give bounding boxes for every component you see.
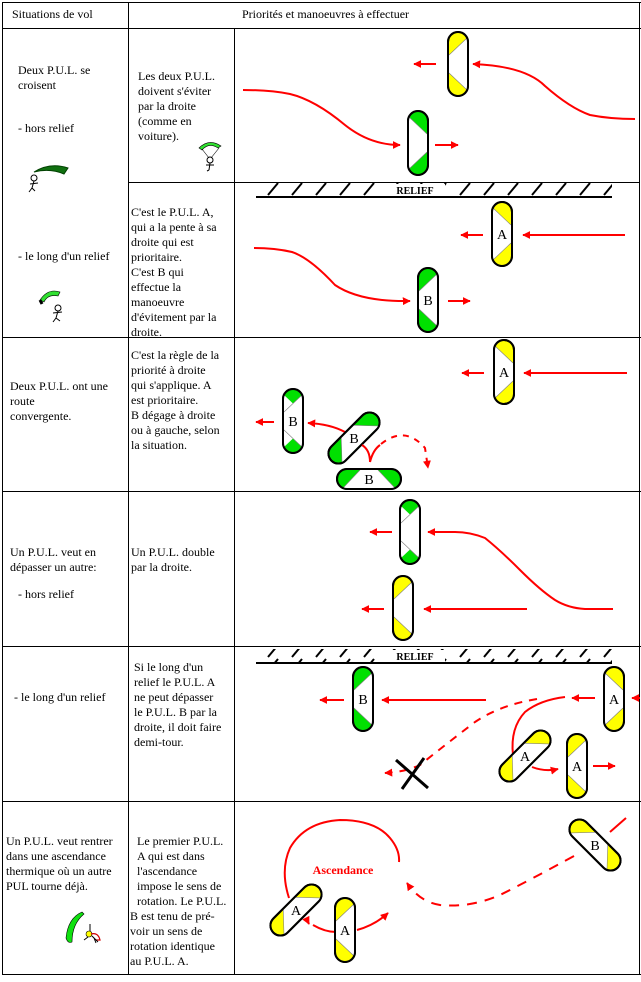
glider-yellow [392,575,414,641]
table-border-bottom [2,974,641,975]
col-divider-2 [234,28,235,975]
glider-label-b: B [358,693,367,708]
rule-convergent: C'est la règle de la priorité à droite q… [131,348,220,452]
glider-a: A [493,339,515,405]
row-divider-3 [2,491,641,492]
diagram-crossing [242,31,636,176]
row-divider-5 [2,801,641,802]
sub-hors-relief-2: - hors relief [18,587,74,601]
glider-green [399,499,421,565]
glider-label-a: A [497,228,508,243]
situation-overtaking: Un P.U.L. veut en dépasser un autre: [10,545,97,574]
relief-label: RELIEF [396,652,433,663]
glider-a-turning: A [498,729,552,783]
glider-yellow [447,31,469,97]
row-divider-2 [2,337,641,338]
diagram-crossing-relief: RELIEF A B [253,183,625,333]
glider-label-a: A [499,366,510,381]
glider-b-horizontal: B [336,468,402,490]
paraglider-icon [28,165,69,193]
row-divider-1 [128,182,639,183]
rule-overtaking: Un P.U.L. double par la droite. [131,545,215,574]
table-border-top [2,2,641,3]
glider-green [407,110,429,176]
glider-b-diagonal: B [568,818,622,872]
table-border-left [2,2,3,975]
situation-crossing: Deux P.U.L. se croisent [18,63,91,92]
sub-hors-relief-1: - hors relief [18,121,74,135]
cross-icon [395,757,429,790]
glider-label-b: B [423,294,432,309]
glider-label-a: A [609,693,620,708]
rule-overtaking-relief: Si le long d'un relief le P.U.L. A ne pe… [134,660,222,749]
diagram-overtaking-relief: RELIEF B A [256,649,640,799]
paraglider-icon [38,290,63,323]
glider-label-a: A [291,904,302,919]
ascendance-label: Ascendance [313,863,374,877]
situation-thermal: Un P.U.L. veut rentrer dans une ascendan… [6,834,113,893]
glider-label-b: B [288,415,297,430]
glider-a-diagonal: A [269,883,323,937]
rule-crossing-relief: C'est le P.U.L. A, qui a la pente à sa d… [131,205,217,339]
glider-label-b: B [590,839,599,854]
situation-convergent: Deux P.U.L. ont une route convergente. [10,379,108,423]
header-situations: Situations de vol [12,7,93,21]
col-divider-1 [128,2,129,975]
paraglider-icon [198,142,222,172]
rule-thermal: Le premier P.U.L. A qui est dans l'ascen… [130,834,227,968]
relief-label: RELIEF [396,186,433,197]
glider-label-a: A [572,760,583,775]
glider-a-start: A [603,666,625,732]
diagram-thermal: Ascendance A A [269,817,627,963]
glider-b: B [352,666,374,732]
diagram-convergent: A B B [255,339,627,490]
paraglider-icon [65,911,101,944]
glider-a-end: A [566,733,588,799]
glider-label-a: A [520,750,531,765]
glider-label-b: B [349,432,358,447]
header-priorities: Priorités et manoeuvres à effectuer [242,7,410,21]
glider-a: A [491,201,513,267]
sub-le-long-relief-1: - le long d'un relief [18,249,110,263]
glider-b-left: B [282,388,304,454]
glider-b: B [417,267,439,333]
glider-label-a: A [340,924,351,939]
diagram-overtaking [361,499,613,641]
rule-crossing-hors-relief: Les deux P.U.L. doivent s'éviter par la … [138,69,215,143]
table-border-right [639,2,640,975]
row-divider-header [2,28,641,29]
glider-a-vertical: A [334,897,356,963]
glider-b-diagonal: B [327,411,381,465]
sub-le-long-relief-2: - le long d'un relief [14,690,106,704]
glider-label-b: B [364,473,373,488]
row-divider-4 [2,646,641,647]
